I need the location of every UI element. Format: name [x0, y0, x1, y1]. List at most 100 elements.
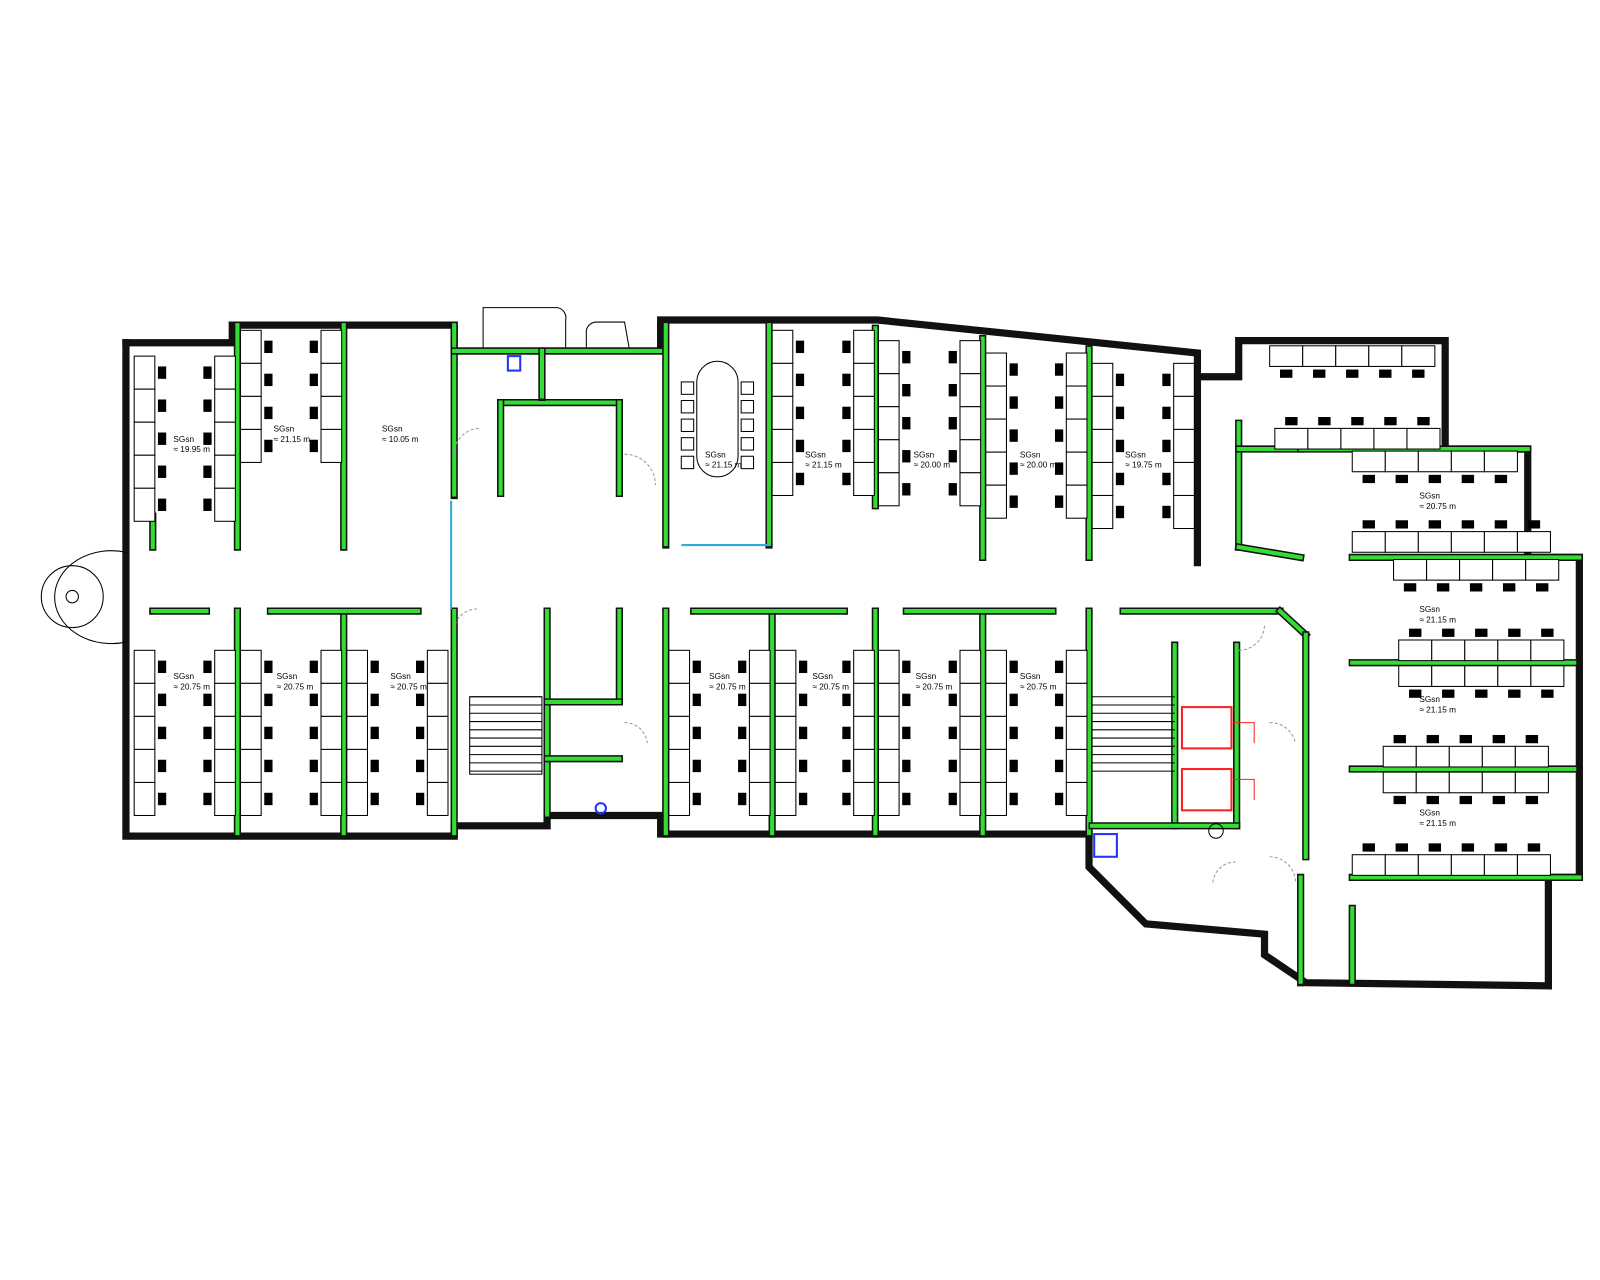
desk — [774, 748, 797, 783]
desk — [771, 329, 794, 364]
chair-icon — [1009, 495, 1018, 508]
desk — [959, 472, 982, 507]
desk — [959, 748, 982, 783]
conference-table — [450, 360, 770, 610]
chair-icon — [1009, 462, 1018, 475]
room-area: ≈ 20.00 m — [914, 461, 951, 470]
chair-icon — [1395, 843, 1408, 852]
chair-icon — [309, 406, 318, 420]
chair-icon — [1054, 660, 1064, 674]
desk — [1415, 771, 1450, 794]
desk — [346, 781, 368, 816]
room-type: SGsn — [1020, 450, 1041, 459]
lift-1 — [1180, 706, 1233, 750]
desk — [1173, 461, 1195, 496]
desk — [1091, 461, 1114, 496]
desk — [240, 329, 262, 364]
desk — [240, 649, 262, 684]
desk — [1516, 531, 1551, 553]
desk — [1525, 558, 1560, 581]
chair-icon — [157, 693, 167, 707]
room-area: ≈ 21.15 m — [1419, 705, 1456, 714]
chair-icon — [1115, 373, 1125, 387]
chair-icon — [1536, 583, 1549, 592]
desk — [1373, 427, 1408, 450]
desk — [1382, 771, 1417, 794]
desk — [133, 682, 156, 717]
chair-icon — [157, 759, 167, 773]
desk — [133, 454, 156, 489]
room-label-tl1: SGsn≈ 19.95 m — [173, 435, 210, 454]
chair-icon — [1054, 396, 1064, 409]
chair-icon — [309, 439, 318, 453]
room-type: SGsn — [1020, 672, 1041, 681]
room-label-conf: SGsn≈ 21.15 m — [705, 450, 742, 469]
desk — [959, 340, 982, 375]
sink-icon — [1208, 823, 1224, 839]
desk — [240, 428, 262, 463]
chair-icon — [203, 660, 212, 674]
room-label-bl2: SGsn≈ 20.75 m — [277, 672, 314, 691]
lift-2 — [1180, 768, 1233, 812]
chair-icon — [1442, 628, 1455, 637]
chair-icon — [203, 399, 212, 412]
chair-icon — [1502, 583, 1516, 592]
desk — [320, 649, 343, 684]
desk — [853, 715, 875, 750]
desk — [426, 748, 449, 783]
chair-icon — [680, 455, 695, 470]
desk — [1065, 748, 1088, 783]
desk — [1448, 745, 1483, 768]
chair-icon — [798, 759, 808, 773]
chair-icon — [948, 450, 957, 463]
desk — [1335, 345, 1370, 367]
desk — [1269, 345, 1304, 367]
room-label-bm1: SGsn≈ 20.75 m — [709, 672, 746, 691]
room-type: SGsn — [709, 672, 730, 681]
chair-icon — [203, 792, 212, 806]
room-type: SGsn — [382, 424, 403, 433]
desk — [133, 649, 156, 684]
chair-icon — [692, 693, 701, 707]
desk — [771, 461, 794, 496]
desk — [346, 682, 368, 717]
desk — [1415, 745, 1450, 768]
chair-icon — [1280, 369, 1293, 378]
room-label-tl2: SGsn≈ 21.15 m — [274, 424, 311, 443]
desk — [771, 362, 794, 397]
chair-icon — [795, 439, 805, 453]
desk — [1173, 362, 1195, 397]
chair-icon — [157, 498, 167, 511]
chair-icon — [1409, 689, 1422, 698]
chair-icon — [1054, 792, 1064, 806]
desk — [1065, 385, 1088, 420]
chair-icon — [1362, 474, 1375, 484]
desk — [877, 748, 900, 783]
desk — [853, 649, 875, 684]
desk — [1530, 665, 1565, 687]
chair-icon — [795, 406, 805, 420]
desk — [1351, 450, 1386, 473]
chair-icon — [902, 384, 911, 397]
chair-icon — [738, 759, 747, 773]
core-right — [1092, 624, 1296, 883]
desk — [240, 781, 262, 816]
chair-icon — [902, 693, 911, 707]
chair-icon — [902, 759, 911, 773]
desk — [1091, 428, 1114, 463]
room-area: ≈ 20.00 m — [1020, 461, 1057, 470]
chair-icon — [370, 759, 379, 773]
desk — [748, 682, 771, 717]
chair-icon — [1009, 660, 1018, 674]
chair-icon — [1162, 472, 1171, 486]
desk — [1481, 745, 1516, 768]
room-area: ≈ 20.75 m — [916, 683, 953, 692]
desk — [240, 395, 262, 430]
chair-icon — [842, 759, 851, 773]
room-area: ≈ 21.15 m — [805, 461, 842, 470]
room-label-bm2: SGsn≈ 20.75 m — [812, 672, 849, 691]
desk — [668, 748, 691, 783]
desk — [1417, 531, 1452, 553]
chair-icon — [1009, 396, 1018, 409]
chair-icon — [948, 693, 957, 707]
